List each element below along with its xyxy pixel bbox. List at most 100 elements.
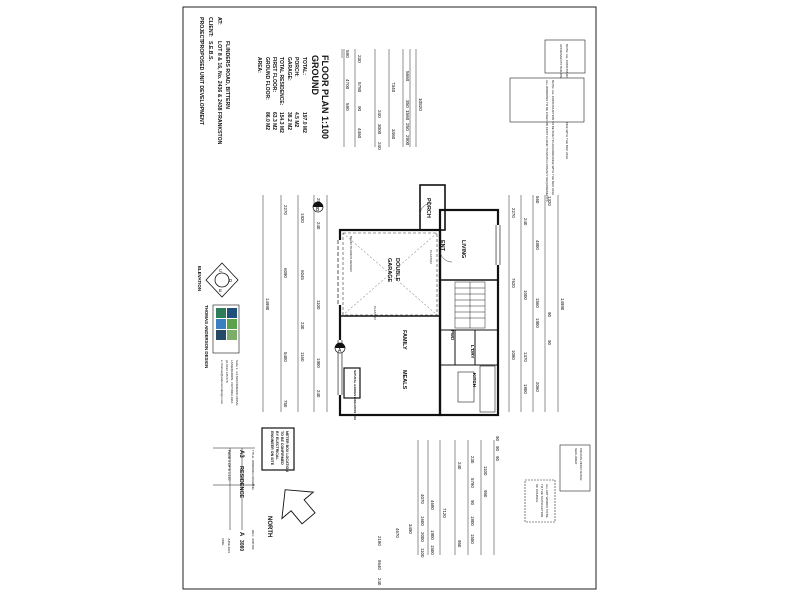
bottom-dim: 4070 bbox=[420, 494, 425, 504]
area-value-porch: 4.5 M2 bbox=[293, 112, 299, 128]
area-label-residence: TOTAL RESIDENCE: bbox=[278, 57, 284, 106]
area-label-first: FIRST FLOOR: bbox=[271, 57, 277, 92]
logo-tile bbox=[227, 308, 237, 318]
bottom-dim: 1100 bbox=[420, 548, 425, 558]
room-family: FAMILY bbox=[401, 330, 407, 350]
designer-name: THOMAS ANDERSON DESIGN bbox=[204, 305, 209, 368]
left-dim: 1100 bbox=[316, 300, 321, 310]
right-dim: 90 bbox=[547, 312, 552, 317]
client-label: CLIENT: bbox=[207, 17, 213, 37]
left-dim: 240 bbox=[316, 222, 321, 230]
size-value: A3 bbox=[238, 450, 244, 458]
porch-wall bbox=[419, 184, 446, 231]
left-dim: 1920 bbox=[300, 213, 305, 223]
bottom-dim: 2180 bbox=[377, 536, 382, 546]
bottom-dim: 1900 bbox=[430, 530, 435, 540]
mark-a: A bbox=[338, 348, 342, 354]
elevation-e: E bbox=[219, 288, 222, 293]
logo-tile bbox=[216, 319, 226, 329]
section-marker-b: B bbox=[312, 201, 324, 213]
bottom-dim: 950 bbox=[457, 540, 462, 548]
drawn-value: AMIE bbox=[221, 538, 225, 545]
area-label-porch: PORCH: bbox=[293, 57, 299, 77]
top-dim: 1560 bbox=[405, 110, 410, 121]
area-heading: AREA: bbox=[256, 57, 262, 73]
right-dim: 1560 bbox=[535, 298, 540, 308]
top-dim: 350 bbox=[405, 100, 410, 108]
bottom-dim: 230 bbox=[470, 456, 475, 464]
project-value: PROPOSED UNIT DEVELOPMENT bbox=[198, 41, 204, 126]
area-label-ground: GROUND FLOOR: bbox=[264, 57, 270, 100]
left-dimension-lines bbox=[262, 195, 328, 412]
logo-tile bbox=[227, 330, 237, 340]
room-garage: GARAGE bbox=[386, 258, 392, 282]
elevation-symbol: C D E ELEVATION bbox=[197, 262, 239, 298]
left-dim: 240 bbox=[316, 390, 321, 398]
plan-title: GROUND FLOOR PLAN 1:100 bbox=[310, 55, 330, 139]
kitchen-island bbox=[457, 371, 475, 403]
left-dim: 2270 bbox=[283, 205, 288, 215]
project-info-block: PROJECT: CLIENT: AT: PROPOSED UNIT DEVEL… bbox=[198, 17, 230, 145]
note-windows: ALL WINDOWS TO BE FIXED ON FIRST FLOOR T… bbox=[545, 80, 549, 201]
bottom-dim: 4670 bbox=[395, 528, 400, 538]
bottom-dim: 1100 bbox=[483, 466, 488, 476]
designer-details: Suite 1, 4-6 McCORMACK DRIVE LANGWARRIN,… bbox=[220, 360, 239, 406]
right-dim: 2270 bbox=[511, 208, 516, 218]
bottom-dimension-lines bbox=[417, 440, 495, 555]
left-dim: 1900 bbox=[316, 358, 321, 368]
client-value: S.E.B.S. bbox=[207, 41, 213, 61]
room-double: DOUBLE bbox=[394, 258, 400, 282]
top-dim: 250 bbox=[405, 123, 410, 131]
residence-label: RESIDENCE bbox=[238, 466, 244, 498]
bottom-dim: 950 bbox=[483, 490, 488, 498]
room-ldry: L'DRY bbox=[470, 345, 475, 358]
designer-phone: ph 0412 345 678 bbox=[225, 360, 229, 383]
box-left-3: OF COUNCIL bbox=[535, 484, 539, 503]
bottom-dim: 7120 bbox=[442, 508, 447, 518]
left-dim: 750 bbox=[283, 400, 288, 408]
left-dim: 230 bbox=[300, 322, 305, 330]
bottom-dim: 1600 bbox=[420, 516, 425, 526]
at-value-1: LOT 8 & 16, No. 2436 & 2438 FRANKSTON bbox=[216, 41, 222, 145]
bottom-dim: 90 bbox=[495, 456, 500, 461]
logo-tile bbox=[216, 330, 226, 340]
right-dim: 4800 bbox=[535, 240, 540, 250]
designer-logo: THOMAS ANDERSON DESIGN bbox=[204, 304, 240, 368]
at-value-2: FLINDERS ROAD, BITTERN bbox=[224, 41, 230, 109]
title-label: TITLE: bbox=[251, 450, 255, 459]
top-dim: 230 bbox=[357, 55, 362, 63]
north-arrow: NORTH bbox=[266, 489, 316, 537]
bottom-dim: 3490 bbox=[408, 524, 413, 534]
designer-address-2: LANGWARRIN, VICTORIA 3910 bbox=[230, 360, 234, 404]
garden-box bbox=[343, 367, 361, 399]
meter-box-stamp: METER BOX LOCATION TO BE CONFIRMED BY EL… bbox=[261, 427, 295, 472]
area-label-garage: GARAGE: bbox=[286, 57, 292, 81]
top-right-notes: APPROVED BY BUILDING SURVEYOR NOTE: ALL … bbox=[509, 39, 586, 201]
job-value: 3080 bbox=[238, 540, 244, 551]
area-value-first: 63.3 M2 bbox=[271, 112, 277, 130]
plan-title-line2: FLOOR PLAN 1:100 bbox=[320, 55, 330, 139]
beam-note: BEAM TO ENG'S DESIGN bbox=[349, 236, 353, 272]
box-left-1: ALL ART WORKS TO BE bbox=[545, 484, 549, 518]
area-block: AREA: GROUND FLOOR: 86.0 M2 FIRST FLOOR:… bbox=[256, 57, 307, 133]
bottom-dim: 240 bbox=[457, 462, 462, 470]
bottom-dim: 2000 bbox=[420, 532, 425, 542]
room-ent: ENT bbox=[439, 240, 445, 252]
elevation-label: ELEVATION bbox=[197, 266, 202, 291]
left-dim: 6090 bbox=[283, 268, 288, 278]
stamp-line-4: ENGINEER ON SITE bbox=[270, 431, 274, 466]
north-label: NORTH bbox=[266, 516, 272, 537]
top-dim: 240 bbox=[377, 142, 382, 150]
box-left-2: TO THE SATISFACTION bbox=[540, 484, 544, 517]
bottom-dim: 4680 bbox=[430, 500, 435, 510]
area-value-residence: 154.3 M2 bbox=[278, 112, 284, 133]
logo-tile bbox=[216, 308, 226, 318]
room-porch: PORCH bbox=[425, 198, 431, 218]
area-value-total: 197.0 M2 bbox=[301, 112, 307, 133]
top-dim: 7340 bbox=[391, 82, 396, 93]
title-block: TITLE: WORKING DRAWING A3 RESIDENCE PAGE… bbox=[213, 447, 255, 554]
bottom-dimension-labels: 90 90 90 1100 950 230 5780 90 1800 1550 … bbox=[377, 436, 500, 586]
bottom-dim: 240 bbox=[377, 578, 382, 586]
stamp-line-3: BY ELECTRICAL bbox=[275, 431, 279, 460]
